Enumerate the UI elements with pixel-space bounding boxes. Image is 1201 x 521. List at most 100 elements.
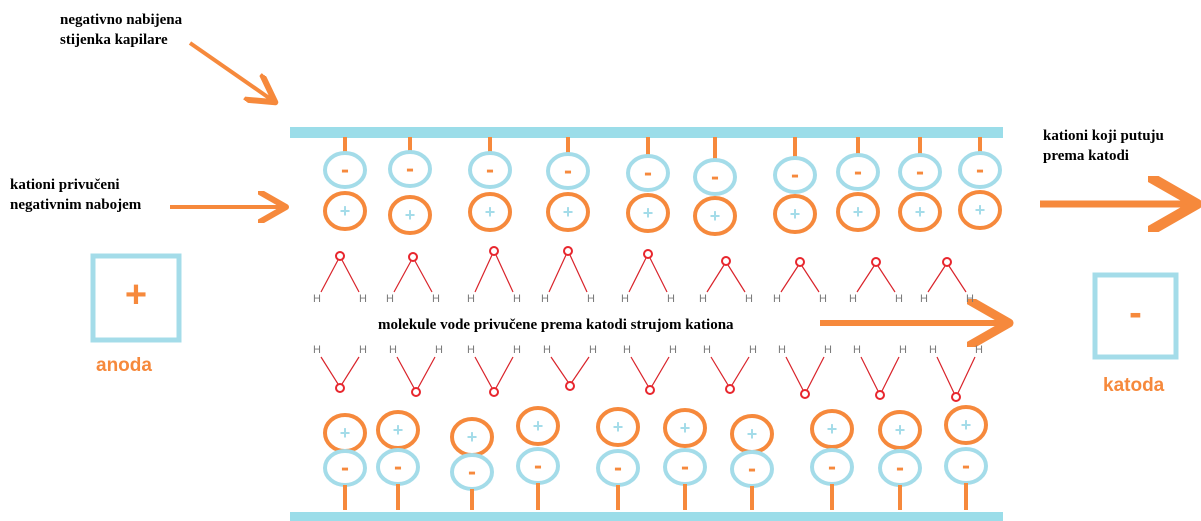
hydrogen-atom: H — [435, 344, 443, 356]
oh-bond — [860, 356, 879, 392]
hydrogen-atom: H — [929, 344, 937, 356]
wall-pointer-arrow — [188, 41, 272, 100]
negative-charge-sign: - — [614, 455, 622, 482]
negative-charge-sign: - — [681, 454, 689, 481]
hydrogen-atom: H — [386, 293, 394, 305]
oxygen-atom — [951, 392, 961, 402]
hydrogen-atom: H — [589, 344, 597, 356]
negative-charge-circle — [468, 151, 512, 189]
negative-charge-sign: - — [468, 459, 476, 486]
hydrogen-atom: H — [543, 344, 551, 356]
negative-charge-circle — [958, 151, 1002, 189]
hydrogen-atom: H — [819, 293, 827, 305]
cation-plus-sign: + — [853, 202, 864, 222]
hydrogen-atom: H — [623, 344, 631, 356]
hydrogen-atom: H — [621, 293, 629, 305]
cation-circle — [596, 407, 640, 447]
oxygen-atom — [721, 256, 731, 266]
cation-plus-sign: + — [533, 416, 544, 436]
negative-charge-sign: - — [341, 455, 349, 482]
cation-circle — [944, 405, 988, 445]
oh-bond — [731, 356, 750, 386]
cation-plus-sign: + — [710, 206, 721, 226]
hydrogen-atom: H — [467, 293, 475, 305]
oh-bond — [927, 265, 946, 293]
negative-charge-sign: - — [962, 453, 970, 480]
oxygen-atom — [875, 390, 885, 400]
oh-bond — [630, 356, 649, 387]
negative-charge-sign: - — [486, 157, 494, 184]
cathode-sign: - — [1129, 292, 1142, 334]
hydrogen-atom: H — [895, 293, 903, 305]
anode-sign: + — [124, 274, 148, 316]
cation-plus-sign: + — [340, 201, 351, 221]
oh-bond — [628, 257, 647, 293]
hydrogen-atom: H — [541, 293, 549, 305]
cation-plus-sign: + — [915, 202, 926, 222]
oh-bond — [341, 259, 360, 293]
negative-charge-sign: - — [406, 156, 414, 183]
oh-bond — [651, 356, 670, 387]
hydrogen-atom: H — [853, 344, 861, 356]
negative-charge-circle — [323, 151, 367, 189]
cation-circle — [878, 410, 922, 450]
oh-bond — [877, 265, 896, 293]
oxygen-atom — [563, 246, 573, 256]
oh-bond — [548, 254, 567, 293]
oxygen-atom — [645, 385, 655, 395]
wall-label: negativno nabijena stijenka kapilare — [60, 10, 182, 50]
cation-circle — [468, 192, 512, 232]
cation-circle — [388, 195, 432, 235]
hydrogen-atom: H — [849, 293, 857, 305]
cation-plus-sign: + — [961, 415, 972, 435]
moving-cations-line-2: prema katodi — [1043, 148, 1129, 164]
negative-charge-sign: - — [644, 160, 652, 187]
oxygen-atom — [411, 387, 421, 397]
oxygen-atom — [489, 246, 499, 256]
hydrogen-atom: H — [703, 344, 711, 356]
cation-circle — [898, 192, 942, 232]
oxygen-atom — [800, 389, 810, 399]
hydrogen-atom: H — [587, 293, 595, 305]
oh-bond — [393, 260, 412, 293]
oh-bond — [780, 265, 799, 293]
oh-bond — [417, 356, 436, 389]
negative-charge-circle — [388, 150, 432, 188]
cation-plus-sign: + — [975, 200, 986, 220]
negative-charge-sign: - — [854, 159, 862, 186]
oh-bond — [569, 254, 588, 293]
oh-bond — [320, 356, 339, 385]
cation-circle — [546, 192, 590, 232]
cation-circle — [626, 193, 670, 233]
negative-charge-sign: - — [564, 158, 572, 185]
hydrogen-atom: H — [773, 293, 781, 305]
oh-bond — [320, 259, 339, 293]
hydrogen-atom: H — [467, 344, 475, 356]
oh-bond — [957, 356, 976, 394]
hydrogen-atom: H — [359, 293, 367, 305]
cation-plus-sign: + — [895, 420, 906, 440]
oh-bond — [948, 265, 967, 293]
oh-bond — [881, 356, 900, 392]
negative-charge-sign: - — [341, 157, 349, 184]
hydrogen-atom: H — [667, 293, 675, 305]
hydrogen-atom: H — [699, 293, 707, 305]
cation-plus-sign: + — [405, 205, 416, 225]
cation-plus-sign: + — [747, 424, 758, 444]
attracted-cations-line-1: kationi privučeni — [10, 177, 120, 193]
cation-plus-sign: + — [613, 417, 624, 437]
anode-label: anoda — [96, 355, 152, 376]
negative-charge-circle — [693, 158, 737, 196]
cation-circle — [773, 194, 817, 234]
negative-charge-sign: - — [976, 157, 984, 184]
cation-plus-sign: + — [643, 203, 654, 223]
negative-charge-sign: - — [748, 456, 756, 483]
cathode-box — [1092, 272, 1179, 360]
negative-charge-sign: - — [791, 162, 799, 189]
oh-bond — [710, 356, 729, 386]
anode-box — [90, 253, 182, 343]
negative-charge-sign: - — [896, 455, 904, 482]
hydrogen-atom: H — [359, 344, 367, 356]
hydrogen-atom: H — [513, 293, 521, 305]
